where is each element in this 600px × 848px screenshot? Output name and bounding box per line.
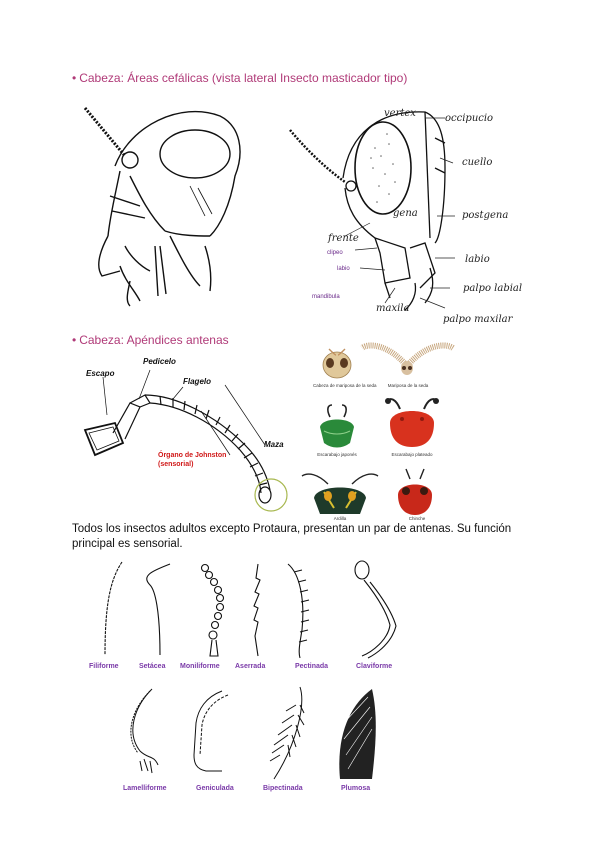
- label-occipucio: occipucio: [445, 113, 493, 124]
- caption-photo-2: Mariposa de la seda: [378, 383, 438, 388]
- head-lateral-drawing-left: [70, 96, 250, 311]
- photo-striped-beetle: [300, 468, 380, 516]
- caption-photo-6: Chinche: [392, 516, 442, 521]
- label-palpo-maxilar: palpo maxilar: [443, 314, 512, 325]
- label-maxila: maxila: [376, 303, 409, 314]
- antenna-type-filiforme: Filiforme: [89, 663, 119, 670]
- label-frente: frente: [328, 233, 359, 244]
- caption-photo-1: Cabeza de mariposa de la seda: [313, 383, 363, 388]
- caption-photo-3: Escarabajo japonés: [312, 452, 362, 457]
- label-gena: gena: [393, 208, 418, 219]
- photo-moth-head: [315, 343, 360, 383]
- label-palpo-labial: palpo labial: [463, 283, 522, 294]
- label-vertex: vertex: [384, 108, 416, 119]
- antenna-type-aserrada: Aserrada: [235, 663, 265, 670]
- label-pedicelo: Pedicelo: [143, 357, 176, 366]
- photo-green-beetle: [312, 403, 362, 451]
- antenna-types-row1-drawings: [80, 560, 420, 660]
- label-mandibula: mandibula: [312, 294, 340, 300]
- antenna-type-bipectinada: Bipectinada: [263, 785, 303, 792]
- antenna-type-pectinada: Pectinada: [295, 663, 328, 670]
- antenna-types-row2-drawings: [110, 685, 410, 785]
- photo-red-bug: [390, 465, 440, 515]
- label-labio: labio: [465, 254, 490, 265]
- section-heading-antennae: •Cabeza: Apéndices antenas: [72, 333, 229, 347]
- antenna-type-moniliforme: Moniliforme: [180, 663, 220, 670]
- label-cuello: cuello: [462, 157, 492, 168]
- label-clipeo: clipeo: [327, 250, 343, 256]
- caption-photo-4: Escarabajo plateado: [382, 452, 442, 457]
- section-heading-head-areas: •Cabeza: Áreas cefálicas (vista lateral …: [72, 71, 407, 85]
- label-postgena: postgena: [462, 210, 508, 221]
- label-organo-johnston: Órgano de Johnston (sensorial): [158, 451, 226, 469]
- intro-paragraph: Todos los insectos adultos excepto Prota…: [72, 522, 542, 552]
- antenna-type-geniculada: Geniculada: [196, 785, 234, 792]
- label-labio-small: labio: [337, 266, 350, 272]
- antenna-type-lamelliforme: Lamelliforme: [123, 785, 167, 792]
- antenna-type-setacea: Setácea: [139, 663, 165, 670]
- photo-red-beetle: [382, 393, 442, 451]
- antenna-type-plumosa: Plumosa: [341, 785, 370, 792]
- label-maza: Maza: [264, 440, 284, 449]
- antenna-type-claviforme: Claviforme: [356, 663, 392, 670]
- label-escapo: Escapo: [86, 369, 114, 378]
- photo-moth-full: [360, 338, 455, 380]
- label-flagelo: Flagelo: [183, 377, 211, 386]
- head-lateral-drawing-right: [285, 98, 475, 313]
- caption-photo-5: Ardilla: [315, 516, 365, 521]
